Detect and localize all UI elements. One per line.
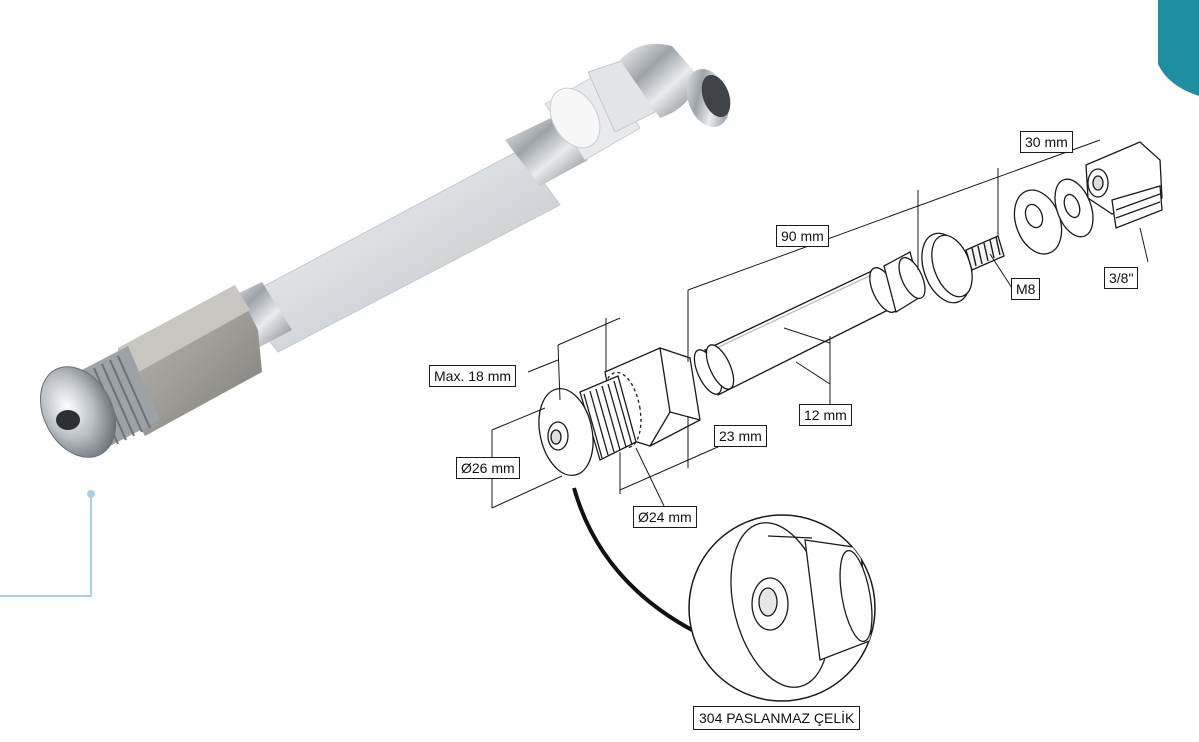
label-12mm: 12 mm bbox=[799, 404, 852, 426]
callout-line bbox=[0, 494, 92, 597]
label-dia-26mm: Ø26 mm bbox=[456, 457, 520, 479]
label-23mm: 23 mm bbox=[714, 425, 767, 447]
label-90mm: 90 mm bbox=[776, 225, 829, 247]
label-30mm: 30 mm bbox=[1020, 131, 1073, 153]
label-dia-24mm: Ø24 mm bbox=[633, 506, 697, 528]
corner-tab bbox=[1158, 0, 1199, 96]
detail-circle bbox=[688, 514, 876, 702]
technical-drawing bbox=[538, 141, 1163, 477]
label-max-18mm: Max. 18 mm bbox=[429, 365, 517, 387]
label-3-8-inch: 3/8" bbox=[1104, 267, 1139, 289]
detail-connector bbox=[572, 487, 693, 632]
label-m8: M8 bbox=[1011, 278, 1041, 300]
material-label: 304 PASLANMAZ ÇELİK bbox=[693, 706, 861, 730]
product-render bbox=[39, 43, 731, 458]
